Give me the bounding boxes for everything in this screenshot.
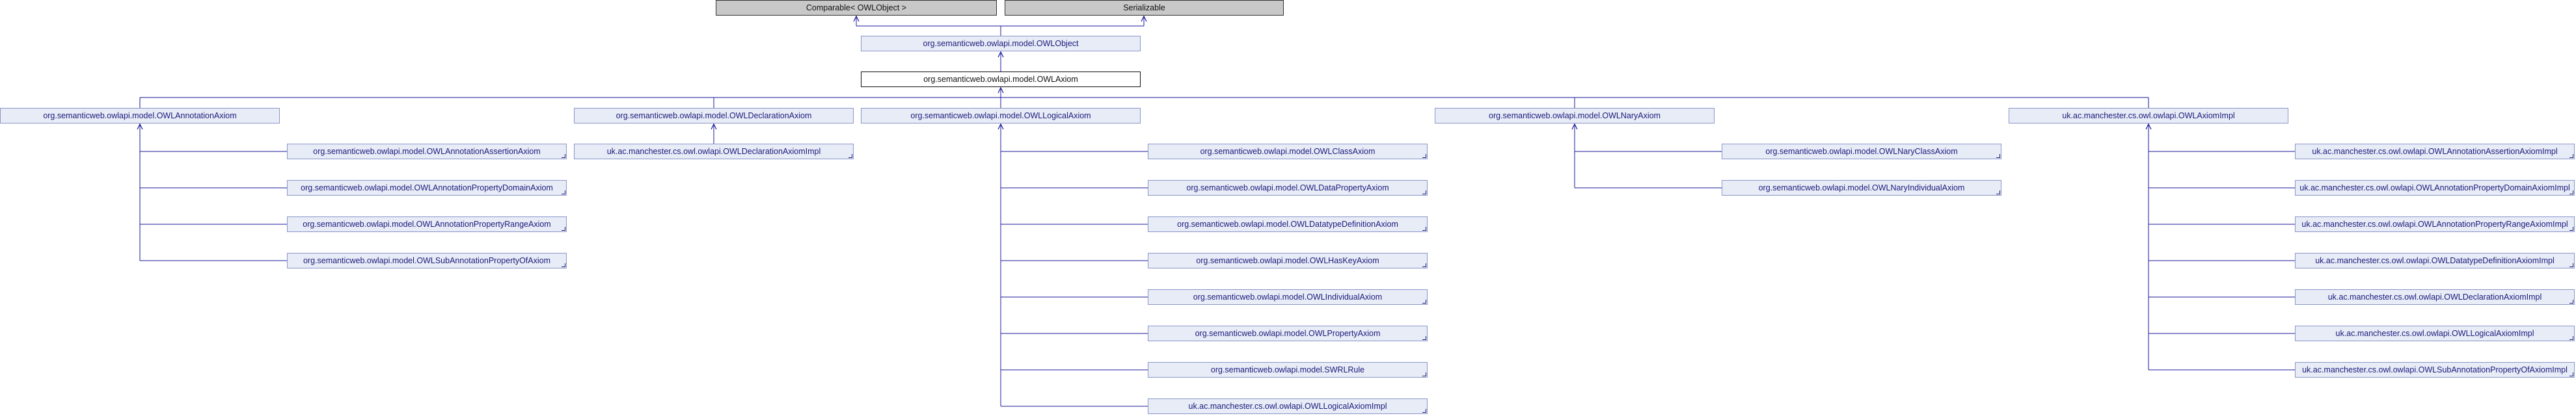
node-owlannotationassertionaxiom[interactable]: org.semanticweb.owlapi.model.OWLAnnotati… bbox=[287, 144, 567, 159]
arrow-spine-3 bbox=[2145, 123, 2152, 130]
arrow-serializable bbox=[1141, 15, 1147, 22]
node-owlnaryaxiom[interactable]: org.semanticweb.owlapi.model.OWLNaryAxio… bbox=[1435, 108, 1715, 124]
node-serializable: Serializable bbox=[1005, 0, 1284, 16]
node-owldeclarationaxiomimpl-2[interactable]: uk.ac.manchester.cs.owl.owlapi.OWLDeclar… bbox=[2295, 289, 2575, 305]
node-owlhaskeyaxiom[interactable]: org.semanticweb.owlapi.model.OWLHasKeyAx… bbox=[1148, 253, 1428, 268]
node-owlclassaxiom[interactable]: org.semanticweb.owlapi.model.OWLClassAxi… bbox=[1148, 144, 1428, 159]
node-owllogicalaxiomimpl[interactable]: uk.ac.manchester.cs.owl.owlapi.OWLLogica… bbox=[1148, 398, 1428, 414]
node-owllogicalaxiomimpl-2[interactable]: uk.ac.manchester.cs.owl.owlapi.OWLLogica… bbox=[2295, 326, 2575, 341]
node-swrlrule[interactable]: org.semanticweb.owlapi.model.SWRLRule bbox=[1148, 362, 1428, 378]
arrow-spine-0 bbox=[137, 123, 143, 130]
node-owlannotationaxiom[interactable]: org.semanticweb.owlapi.model.OWLAnnotati… bbox=[0, 108, 280, 124]
node-owlannotationpropertyrangeaxiom[interactable]: org.semanticweb.owlapi.model.OWLAnnotati… bbox=[287, 216, 567, 232]
node-owlaxiomimpl[interactable]: uk.ac.manchester.cs.owl.owlapi.OWLAxiomI… bbox=[2009, 108, 2288, 124]
arrow-declaration bbox=[711, 123, 717, 130]
node-owlobject[interactable]: org.semanticweb.owlapi.model.OWLObject bbox=[861, 36, 1141, 51]
node-owldeclarationaxiomimpl[interactable]: uk.ac.manchester.cs.owl.owlapi.OWLDeclar… bbox=[574, 144, 854, 159]
node-owlsubannotationpropertyofaxiomimpl[interactable]: uk.ac.manchester.cs.owl.owlapi.OWLSubAnn… bbox=[2295, 362, 2575, 378]
node-comparable-owlobject: Comparable< OWLObject > bbox=[716, 0, 997, 16]
node-owldatapropertyaxiom[interactable]: org.semanticweb.owlapi.model.OWLDataProp… bbox=[1148, 180, 1428, 196]
arrow-owlobject bbox=[997, 51, 1004, 58]
node-owlannotationassertionaxiomimpl[interactable]: uk.ac.manchester.cs.owl.owlapi.OWLAnnota… bbox=[2295, 144, 2575, 159]
node-owlannotationpropertyrangeaxiomimpl[interactable]: uk.ac.manchester.cs.owl.owlapi.OWLAnnota… bbox=[2295, 216, 2575, 232]
node-owlnaryindividualaxiom[interactable]: org.semanticweb.owlapi.model.OWLNaryIndi… bbox=[1722, 180, 2001, 196]
node-owlindividualaxiom[interactable]: org.semanticweb.owlapi.model.OWLIndividu… bbox=[1148, 289, 1428, 305]
arrow-spine-2 bbox=[1571, 123, 1578, 130]
node-owlsubannotationpropertyofaxiom[interactable]: org.semanticweb.owlapi.model.OWLSubAnnot… bbox=[287, 253, 567, 268]
node-owldatatypedefinitionaxiomimpl[interactable]: uk.ac.manchester.cs.owl.owlapi.OWLDataty… bbox=[2295, 253, 2575, 268]
node-owldeclarationaxiom[interactable]: org.semanticweb.owlapi.model.OWLDeclarat… bbox=[574, 108, 854, 124]
node-owlnaryclassaxiom[interactable]: org.semanticweb.owlapi.model.OWLNaryClas… bbox=[1722, 144, 2001, 159]
node-owlannotationpropertydomainaxiomimpl[interactable]: uk.ac.manchester.cs.owl.owlapi.OWLAnnota… bbox=[2295, 180, 2575, 196]
arrow-comparable bbox=[853, 15, 860, 22]
node-owlannotationpropertydomainaxiom[interactable]: org.semanticweb.owlapi.model.OWLAnnotati… bbox=[287, 180, 567, 196]
node-owlpropertyaxiom[interactable]: org.semanticweb.owlapi.model.OWLProperty… bbox=[1148, 326, 1428, 341]
node-owllogicalaxiom[interactable]: org.semanticweb.owlapi.model.OWLLogicalA… bbox=[861, 108, 1141, 124]
node-owldatatypedefinitionaxiom[interactable]: org.semanticweb.owlapi.model.OWLDatatype… bbox=[1148, 216, 1428, 232]
node-owlaxiom: org.semanticweb.owlapi.model.OWLAxiom bbox=[861, 72, 1141, 87]
arrow-spine-1 bbox=[997, 123, 1004, 130]
arrow-owlaxiom bbox=[997, 86, 1004, 94]
